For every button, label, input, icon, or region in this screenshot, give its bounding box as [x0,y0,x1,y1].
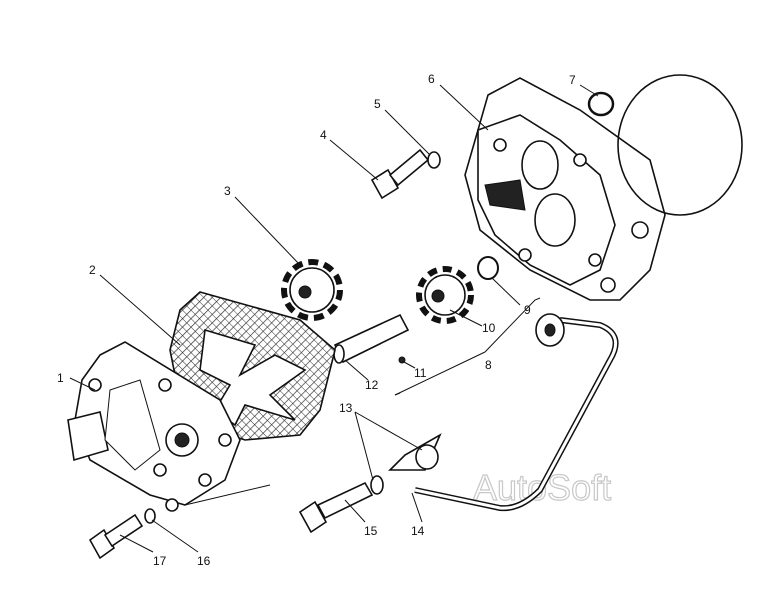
label-2: 2 [89,263,96,277]
label-17: 17 [153,554,167,568]
part-oil-pipe [388,313,619,512]
part-shaft-12 [333,313,410,364]
label-7: 7 [569,73,576,87]
label-16: 16 [197,554,211,568]
label-5: 5 [374,97,381,111]
part-pump-body [464,77,666,301]
part-gear-3 [281,259,343,321]
part-labels: 1 2 3 4 5 6 7 8 9 10 11 12 13 14 15 16 1… [57,72,576,568]
label-14: 14 [411,524,425,538]
label-4: 4 [320,128,327,142]
part-bolt-4 [370,148,441,200]
part-o-ring-large [617,74,743,216]
part-bolt-17 [88,508,156,560]
label-12: 12 [365,378,379,392]
label-6: 6 [428,72,435,86]
label-8: 8 [485,358,492,372]
label-11: 11 [414,366,427,380]
label-9: 9 [524,303,531,317]
part-ring-9 [477,256,499,280]
label-3: 3 [224,184,231,198]
part-o-ring-small [587,91,615,117]
label-13: 13 [339,401,353,415]
label-10: 10 [482,321,496,335]
label-15: 15 [364,524,378,538]
part-pin-11 [398,356,406,364]
part-cover [67,341,271,512]
part-gear-10 [416,266,474,324]
label-1: 1 [57,371,64,385]
leader-lines [69,84,599,553]
